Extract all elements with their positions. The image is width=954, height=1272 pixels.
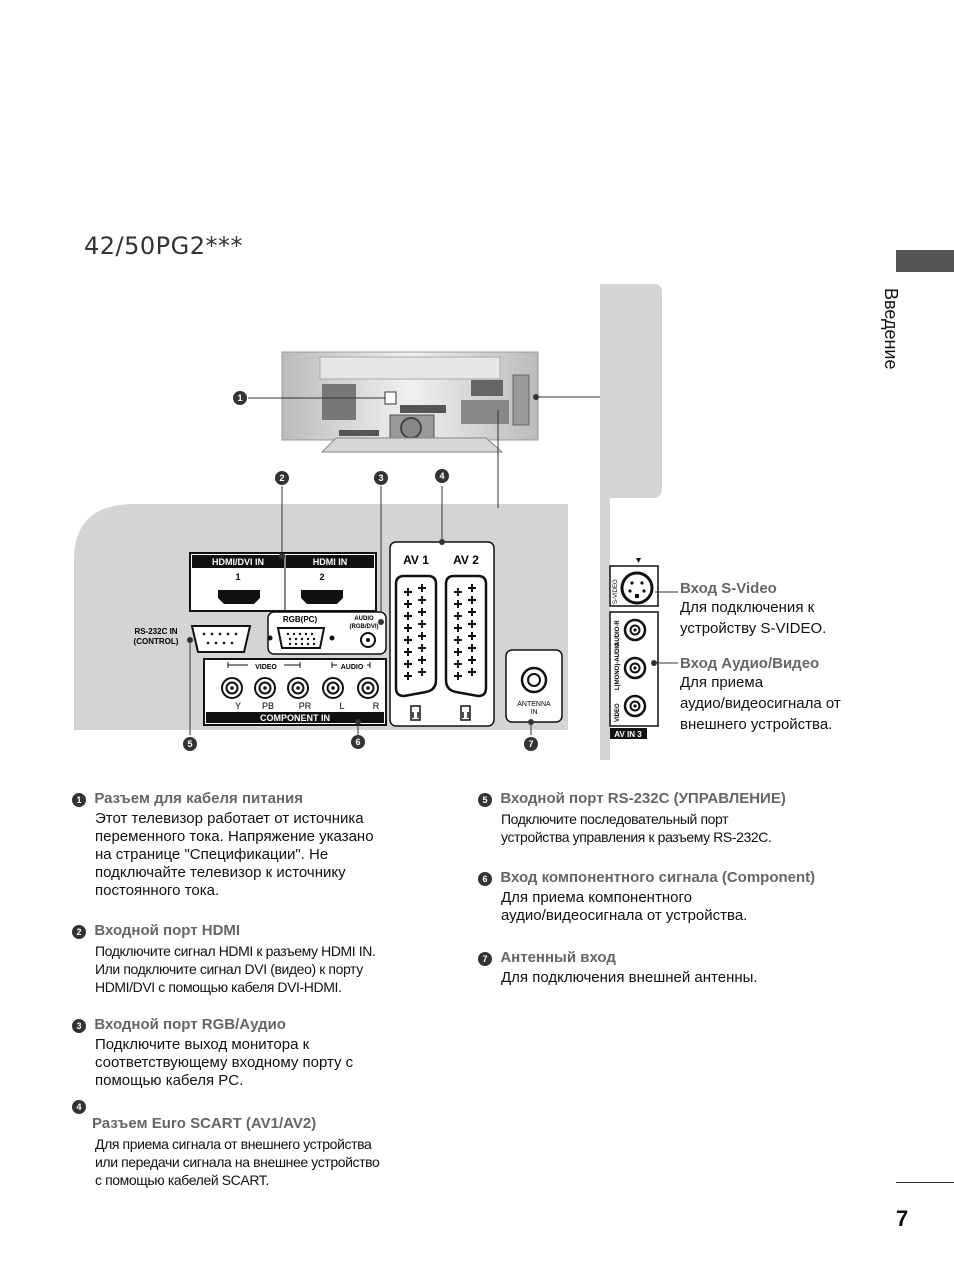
scart-ports: AV 1 AV 2 — [389, 541, 495, 727]
item-line: переменного тока. Напряжение указано — [95, 828, 374, 845]
y-label: Y — [235, 701, 241, 711]
item-number: 7 — [478, 952, 492, 966]
page-divider — [896, 1182, 954, 1183]
callout-6: 6 — [355, 737, 360, 747]
antenna-label-2: IN — [531, 709, 538, 716]
item-title: Входной порт RGB/Аудио — [94, 1016, 286, 1033]
av-body-1: Для приема — [680, 674, 764, 691]
hdmi-1-port — [218, 590, 260, 604]
hdmi-in-label: HDMI IN — [313, 557, 348, 567]
item-number: 6 — [478, 872, 492, 886]
hdmi-dvi-in-label: HDMI/DVI IN — [212, 557, 264, 567]
component-ports: VIDEO AUDIO Y PB PR L R COMPONENT IN — [203, 658, 387, 726]
audio-rgb-label-1: AUDIO — [354, 616, 374, 622]
item-6: 6 Вход компонентного сигнала (Component)… — [478, 869, 878, 925]
item-title: Входной порт HDMI — [94, 922, 241, 939]
rgb-audio-ports: RGB(PC) AUDIO (RGB/DVI) — [267, 611, 387, 655]
connector-diagram: HDMI/DVI IN HDMI IN 1 2 RGB(PC) AUDIO (R… — [74, 284, 678, 760]
item-7: 7 Антенный вход Для подключения внешней … — [478, 949, 878, 987]
video-label: VIDEO — [255, 664, 277, 671]
item-line: Или подключите сигнал DVI (видео) к порт… — [95, 961, 363, 977]
av2-label: AV 2 — [453, 553, 479, 567]
tv-rear-view — [248, 351, 606, 453]
s-video-label: S-VIDEO — [613, 579, 619, 604]
pb-label: PB — [262, 701, 274, 711]
svideo-body-2: устройству S-VIDEO. — [680, 620, 827, 637]
svideo-description: Вход S-Video Для подключения к устройств… — [680, 580, 880, 639]
item-4: 4 Разъем Euro SCART (AV1/AV2) Для приема… — [72, 1097, 452, 1189]
item-line: устройства управления к разъему RS-232C. — [501, 829, 772, 845]
component-in-label: COMPONENT IN — [260, 713, 330, 723]
l-label: L — [339, 701, 344, 711]
rs232c-label-2: (CONTROL) — [134, 637, 179, 646]
audio-r-label: AUDIO-R — [615, 620, 621, 646]
audio-rgb-label-2: (RGB/DVI) — [350, 624, 379, 630]
item-number: 3 — [72, 1019, 86, 1033]
page-number: 7 — [896, 1206, 909, 1231]
av-title: Вход Аудио/Видео — [680, 655, 820, 672]
hdmi-ports: HDMI/DVI IN HDMI IN 1 2 — [189, 552, 377, 612]
rgb-pc-label: RGB(PC) — [283, 615, 318, 624]
item-title: Входной порт RS-232C (УПРАВЛЕНИЕ) — [500, 790, 786, 807]
item-line: Этот телевизор работает от источника — [95, 810, 364, 827]
item-line: на странице "Спецификации". Не — [95, 846, 329, 863]
av-description: Вход Аудио/Видео Для приема аудио/видеос… — [680, 655, 880, 735]
model-title: 42/50PG2*** — [84, 232, 244, 260]
item-5: 5 Входной порт RS-232C (УПРАВЛЕНИЕ) Подк… — [478, 790, 878, 846]
antenna-port: ANTENNA IN — [505, 649, 563, 723]
item-line: Подключите выход монитора к — [95, 1036, 310, 1053]
rs232c-port: RS-232C IN (CONTROL) — [134, 625, 252, 653]
item-number: 1 — [72, 793, 86, 807]
item-number: 4 — [72, 1100, 86, 1114]
item-line: постоянного тока. — [95, 882, 220, 899]
item-line: Подключите последовательный порт — [501, 811, 729, 827]
item-line: подключайте телевизор к источнику — [95, 864, 346, 881]
av1-label: AV 1 — [403, 553, 429, 567]
item-3: 3 Входной порт RGB/Аудио Подключите выхо… — [72, 1016, 452, 1090]
item-number: 5 — [478, 793, 492, 807]
hdmi-1-label: 1 — [235, 572, 240, 582]
hdmi-2-label: 2 — [319, 572, 324, 582]
svideo-body-1: Для подключения к — [680, 599, 815, 616]
svideo-title: Вход S-Video — [680, 580, 777, 597]
item-line: HDMI/DVI с помощью кабеля DVI-HDMI. — [95, 979, 342, 995]
callout-3: 3 — [378, 473, 383, 483]
item-number: 2 — [72, 925, 86, 939]
callout-7: 7 — [528, 739, 533, 749]
audio-label: AUDIO — [341, 664, 364, 671]
hdmi-2-port — [301, 590, 343, 604]
callout-2: 2 — [279, 473, 284, 483]
rs232c-label-1: RS-232C IN — [134, 627, 177, 636]
item-title: Антенный вход — [500, 949, 616, 966]
callout-1: 1 — [237, 393, 242, 403]
item-title: Разъем Euro SCART (AV1/AV2) — [92, 1115, 317, 1132]
item-line: Для приема компонентного — [501, 889, 692, 906]
r-label: R — [373, 701, 380, 711]
item-1: 1 Разъем для кабеля питания Этот телевиз… — [72, 790, 452, 900]
antenna-label-1: ANTENNA — [517, 701, 551, 708]
section-title: Введение — [881, 288, 901, 370]
item-line: с помощью кабелей SCART. — [95, 1172, 269, 1188]
item-line: аудио/видеосигнала от устройства. — [501, 907, 748, 924]
side-av-panel: S-VIDEO AUDIO-R L(MONO)-AUDIO VIDEO AV I… — [609, 558, 678, 739]
item-line: Для приема сигнала от внешнего устройств… — [95, 1136, 372, 1152]
item-line: или передачи сигнала на внешнее устройст… — [95, 1154, 380, 1170]
item-line: помощью кабеля PC. — [95, 1072, 244, 1089]
item-title: Разъем для кабеля питания — [94, 790, 303, 807]
pr-label: PR — [299, 701, 312, 711]
av-body-3: внешнего устройства. — [680, 716, 833, 733]
item-title: Вход компонентного сигнала (Component) — [500, 869, 816, 886]
item-2: 2 Входной порт HDMI Подключите сигнал HD… — [72, 922, 452, 996]
av-in3-label: AV IN 3 — [614, 730, 642, 739]
audio-lmono-label: L(MONO)-AUDIO — [615, 642, 621, 690]
section-tab — [896, 250, 954, 272]
av-body-2: аудио/видеосигнала от — [680, 695, 841, 712]
video-side-label: VIDEO — [615, 703, 621, 722]
callout-4: 4 — [439, 471, 444, 481]
callout-5: 5 — [187, 739, 192, 749]
item-line: соответствующему входному порту с — [95, 1054, 354, 1071]
item-line: Для подключения внешней антенны. — [501, 969, 758, 986]
item-line: Подключите сигнал HDMI к разъему HDMI IN… — [95, 943, 376, 959]
